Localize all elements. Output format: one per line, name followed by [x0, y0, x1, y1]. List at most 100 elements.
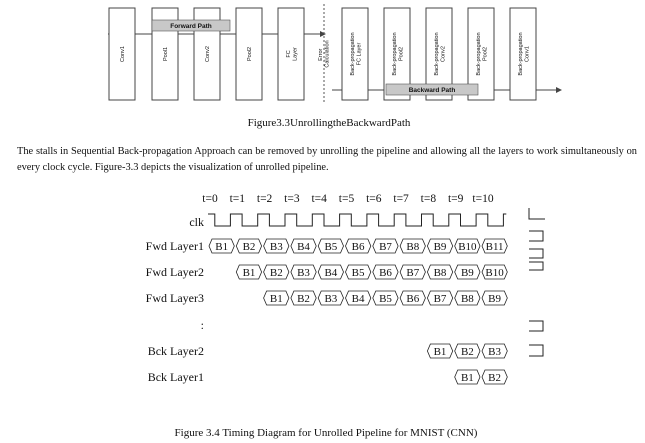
backward-block-1: [341, 7, 369, 101]
row-3-cell-4: [345, 290, 372, 306]
backward-path-bar: [385, 83, 479, 96]
row-1-cell-label-8: B8: [406, 241, 419, 253]
row-3-cell-2: [290, 290, 317, 306]
row-3-cell-label-9: B9: [488, 293, 501, 305]
row-1-cell-7: [372, 238, 399, 254]
row-2-cell-2: [263, 264, 290, 280]
forward-path-label: Forward Path: [170, 23, 212, 30]
row-3-cell-1: [263, 290, 290, 306]
backward-path-label: Backward Path: [409, 87, 456, 94]
row-3-cell-9: [481, 290, 508, 306]
legend-clock-edge: [528, 208, 545, 220]
time-label-8: t=8: [421, 193, 437, 205]
row-5-cell-label-3: B3: [488, 346, 501, 358]
figure-3-4-caption: Figure 3.4 Timing Diagram for Unrolled P…: [175, 427, 478, 439]
forward-block-4: [235, 7, 263, 101]
row-3-cell-label-1: B1: [270, 293, 283, 305]
time-label-0: t=0: [202, 193, 218, 205]
row-2-cell-label-3: B3: [297, 267, 310, 279]
row-6-cell-label-1: B1: [461, 372, 474, 384]
row-1-cell-5: [317, 238, 344, 254]
row-2-cell-5: [345, 264, 372, 280]
row-label-6: Bck Layer1: [148, 370, 204, 384]
forward-block-label-4: Pool2: [247, 47, 253, 61]
forward-path-bar: [151, 19, 231, 32]
backward-arrow-head: [556, 87, 562, 93]
row-1-cell-1: [208, 238, 235, 254]
time-label-2: t=2: [257, 193, 273, 205]
row-1-cell-8: [399, 238, 426, 254]
row-2-cell-label-8: B8: [434, 267, 447, 279]
time-label-10: t=10: [472, 193, 493, 205]
row-2-cell-1: [235, 264, 263, 280]
row-2-cell-8: [426, 264, 454, 280]
row-label-3: Fwd Layer3: [146, 291, 204, 305]
row-2-cell-7: [399, 264, 426, 280]
row-label-1: Fwd Layer1: [146, 239, 204, 253]
forward-arrow-head: [320, 31, 326, 37]
row-1-cell-label-7: B7: [379, 241, 392, 253]
row-3-cell-5: [372, 290, 399, 306]
row-3-cell-label-7: B7: [434, 293, 447, 305]
row-5-cell-label-2: B2: [461, 346, 474, 358]
row-1-cell-10: [454, 238, 481, 254]
time-label-3: t=3: [284, 193, 300, 205]
time-label-1: t=1: [230, 193, 246, 205]
row-3-cell-label-5: B5: [379, 293, 392, 305]
row-1-cell-label-3: B3: [270, 241, 283, 253]
time-label-5: t=5: [339, 193, 355, 205]
forward-block-label-3: Conv2: [205, 46, 211, 62]
legend-bracket-1: [529, 230, 544, 242]
row-2-cell-label-9: B9: [461, 267, 474, 279]
row-3-cell-label-4: B4: [352, 293, 365, 305]
row-2-cell-4: [317, 264, 344, 280]
legend-bracket-3: [529, 261, 544, 271]
time-label-4: t=4: [311, 193, 327, 205]
row-3-cell-label-3: B3: [324, 293, 337, 305]
forward-block-label-1: Conv1: [120, 46, 126, 62]
row-2-cell-label-7: B7: [406, 267, 419, 279]
clk-label: clk: [189, 215, 204, 229]
row-3-cell-3: [317, 290, 344, 306]
backward-block-label-1: Back-propagationFC Layer: [350, 32, 363, 75]
backward-block-label-5: Back-propagationConv1: [518, 32, 531, 75]
row-1-cell-label-2: B2: [243, 241, 256, 253]
row-2-cell-label-10: B10: [485, 267, 504, 279]
row-1-cell-6: [345, 238, 372, 254]
row-2-cell-10: [481, 264, 508, 280]
time-label-6: t=6: [366, 193, 382, 205]
backward-block-label-3: Back-propagationConv2: [434, 32, 447, 75]
row-1-cell-4: [290, 238, 317, 254]
row-3-cell-8: [454, 290, 481, 306]
row-2-cell-label-6: B6: [379, 267, 392, 279]
row-5-cell-3: [481, 343, 508, 359]
row-1-cell-label-9: B9: [434, 241, 447, 253]
row-2-cell-9: [454, 264, 481, 280]
row-1-cell-label-5: B5: [324, 241, 337, 253]
legend-bracket-4: [529, 320, 544, 332]
row-2-cell-6: [372, 264, 399, 280]
row-3-cell-label-2: B2: [297, 293, 310, 305]
figure-3-3-caption: Figure3.3UnrollingtheBackwardPath: [248, 117, 411, 129]
backward-block-label-2: Back-propagationPool2: [392, 32, 405, 75]
row-1-cell-label-10: B10: [458, 241, 477, 253]
row-2-cell-3: [290, 264, 317, 280]
legend-bracket-2: [529, 248, 544, 259]
legend-bracket-5: [529, 344, 544, 357]
signal-legend-shapes: [528, 208, 545, 357]
row-1-cell-11: [481, 238, 508, 254]
row-1-cell-label-1: B1: [215, 241, 228, 253]
row-label-2: Fwd Layer2: [146, 265, 204, 279]
time-label-7: t=7: [393, 193, 409, 205]
row-1-cell-2: [235, 238, 263, 254]
body-paragraph: The stalls in Sequential Back-propagatio…: [17, 146, 637, 173]
row-5-cell-1: [426, 343, 454, 359]
backward-block-label-4: Back-propagationPool2: [476, 32, 489, 75]
backward-block-5: [509, 7, 537, 101]
row-label-5: Bck Layer2: [148, 344, 204, 358]
row-5-cell-label-1: B1: [434, 346, 447, 358]
forward-block-5: [277, 7, 305, 101]
